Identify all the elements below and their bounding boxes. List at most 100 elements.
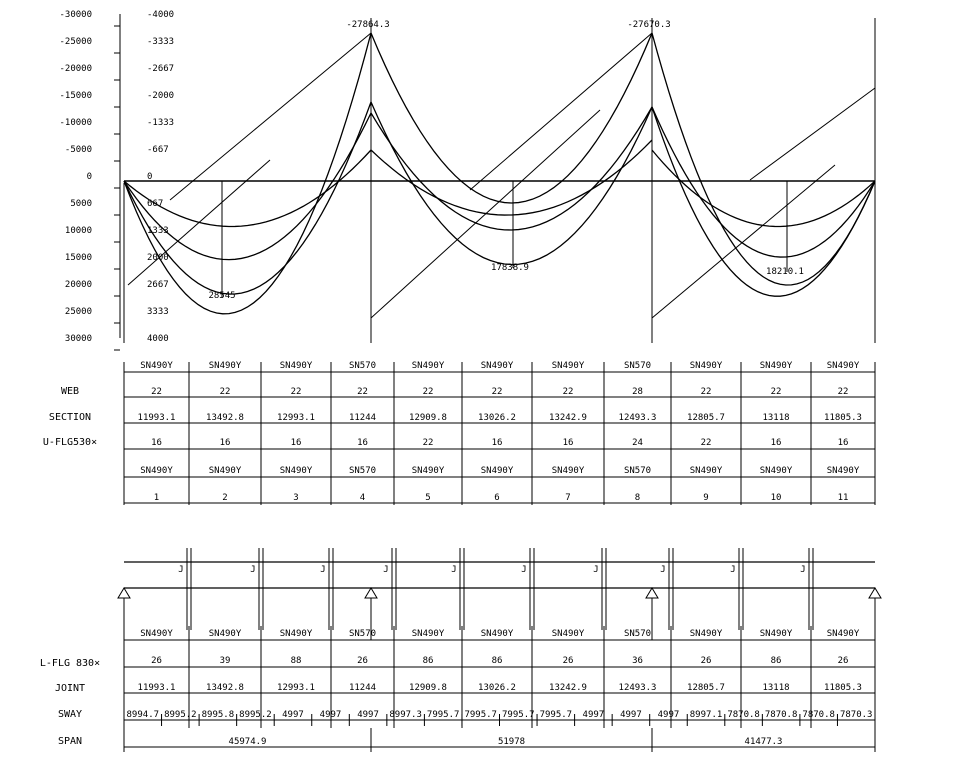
axis-right-tick-label: 3333: [147, 307, 169, 317]
peak-label-support-c: -27670.3: [627, 20, 670, 30]
span-length: 41477.3: [745, 737, 783, 747]
uflg-cell: 16: [291, 438, 302, 448]
grade-cell: SN490Y: [690, 466, 723, 476]
grade-cell: SN490Y: [481, 466, 514, 476]
span-length: 51978: [498, 737, 525, 747]
axis-right-tick-label: -1333: [147, 118, 174, 128]
uflg-cell: 16: [563, 438, 574, 448]
sway-value: 4997: [282, 710, 304, 720]
peak-label-span3: 18210.1: [766, 267, 804, 277]
joint-mark: J: [320, 565, 325, 575]
web-cell: 22: [701, 387, 712, 397]
joint-cell: 11993.1: [138, 683, 176, 693]
axis-left-tick-label: -10000: [59, 118, 92, 128]
row-label-section: SECTION: [49, 412, 91, 423]
moment-curve: [123, 32, 372, 315]
lflg-cell: 86: [423, 656, 434, 666]
axis-right-tick-label: -4000: [147, 10, 174, 20]
axis-right-tick-label: 2000: [147, 253, 169, 263]
row-label-sway: SWAY: [58, 709, 82, 720]
joint-cell: 12993.1: [277, 683, 315, 693]
sway-value: 7870.8: [802, 710, 835, 720]
shear-line: [370, 109, 601, 319]
lflg-cell: 26: [838, 656, 849, 666]
grade-cell: SN570: [624, 629, 651, 639]
section-cell: 13026.2: [478, 413, 516, 423]
grade-cell: SN490Y: [481, 361, 514, 371]
web-cell: 22: [563, 387, 574, 397]
grade-cell: SN490Y: [412, 629, 445, 639]
sway-value: 4997: [320, 710, 342, 720]
row-label-lflg: L-FLG 830×: [40, 658, 100, 669]
moment-curve: [651, 106, 876, 297]
lflg-cell: 26: [701, 656, 712, 666]
joint-mark: J: [451, 565, 456, 575]
axis-right-tick-label: 2667: [147, 280, 169, 290]
lflg-cell: 26: [151, 656, 162, 666]
web-cell: 22: [357, 387, 368, 397]
axis-left-tick-label: 30000: [65, 334, 92, 344]
axis-right-tick-label: -667: [147, 145, 169, 155]
grade-cell: SN490Y: [552, 466, 585, 476]
sway-value: 7870.8: [765, 710, 798, 720]
section-cell: 12993.1: [277, 413, 315, 423]
joint-mark: J: [383, 565, 388, 575]
sway-value: 8994.7: [127, 710, 160, 720]
member-index-cell: 1: [154, 493, 159, 503]
uflg-cell: 22: [423, 438, 434, 448]
axis-left-tick-label: 25000: [65, 307, 92, 317]
member-index-cell: 6: [494, 493, 499, 503]
peak-label-span1: 28545: [208, 291, 235, 301]
axis-left-tick-label: -5000: [65, 145, 92, 155]
grade-cell: SN570: [349, 466, 376, 476]
axis-left-tick-label: -20000: [59, 64, 92, 74]
web-cell: 22: [220, 387, 231, 397]
support-triangle-icon: [364, 587, 378, 599]
sway-value: 8997.1: [690, 710, 723, 720]
moment-curve: [123, 112, 372, 261]
axis-right-tick-label: 4000: [147, 334, 169, 344]
moment-curve: [651, 32, 876, 286]
sway-value: 8997.3: [389, 710, 422, 720]
grade-cell: SN490Y: [827, 361, 860, 371]
grade-cell: SN490Y: [412, 466, 445, 476]
row-label-span: SPAN: [58, 736, 82, 747]
member-index-cell: 5: [425, 493, 430, 503]
section-cell: 11993.1: [138, 413, 176, 423]
axis-left-tick-label: 10000: [65, 226, 92, 236]
section-cell: 13118: [762, 413, 789, 423]
grade-cell: SN490Y: [209, 361, 242, 371]
axis-left-tick-label: 5000: [70, 199, 92, 209]
axis-right-tick-label: 1333: [147, 226, 169, 236]
joint-cell: 12909.8: [409, 683, 447, 693]
member-index-cell: 9: [703, 493, 708, 503]
grade-cell: SN490Y: [827, 466, 860, 476]
sway-value: 7870.3: [840, 710, 873, 720]
sway-value: 4997: [357, 710, 379, 720]
sway-value: 7995.7: [502, 710, 535, 720]
grade-cell: SN570: [624, 466, 651, 476]
grade-cell: SN490Y: [209, 629, 242, 639]
sway-value: 8995.8: [202, 710, 235, 720]
sway-value: 4997: [583, 710, 605, 720]
member-index-cell: 2: [222, 493, 227, 503]
axis-left-tick-label: 15000: [65, 253, 92, 263]
axis-left-tick-label: 0: [87, 172, 92, 182]
joint-mark: J: [521, 565, 526, 575]
moment-axis: -30000-25000-20000-15000-10000-500005000…: [59, 10, 174, 351]
moment-curve: [370, 101, 653, 266]
moment-curve: [370, 139, 653, 216]
joint-mark: J: [730, 565, 735, 575]
sway-value: 8995.2: [239, 710, 272, 720]
axis-left-tick-label: -25000: [59, 37, 92, 47]
span-length: 45974.9: [229, 737, 267, 747]
joint-cell: 13118: [762, 683, 789, 693]
axis-right-tick-label: -2000: [147, 91, 174, 101]
joint-mark: J: [178, 565, 183, 575]
